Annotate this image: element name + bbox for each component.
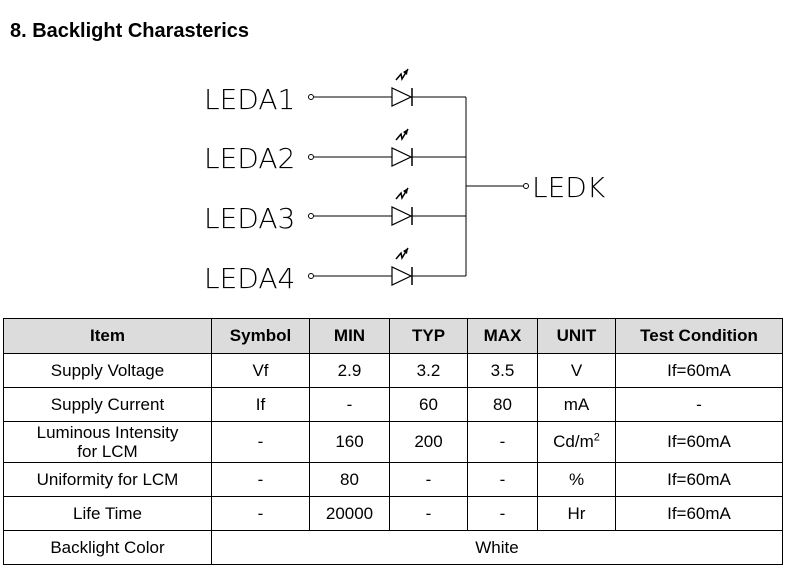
table-row: Uniformity for LCM - 80 - - % If=60mA bbox=[3, 462, 783, 497]
table-header-row: Item Symbol MIN TYP MAX UNIT Test Condit… bbox=[3, 318, 783, 354]
input-label-leda1: LEDA1 bbox=[204, 83, 295, 116]
cell-max: 80 bbox=[467, 387, 538, 422]
cell-min: - bbox=[309, 387, 390, 422]
table-row: Supply Current If - 60 80 mA - bbox=[3, 387, 783, 422]
led-diode-icon bbox=[391, 87, 413, 107]
section-title: 8. Backlight Charasterics bbox=[10, 20, 249, 42]
terminal-ledk bbox=[523, 183, 529, 189]
col-header-max: MAX bbox=[467, 318, 538, 354]
light-emission-arrow-icon bbox=[395, 187, 409, 201]
terminal-leda3 bbox=[308, 213, 314, 219]
terminal-leda4 bbox=[308, 273, 314, 279]
cell-symbol: - bbox=[211, 496, 310, 531]
led-row-2: LEDA2 bbox=[204, 128, 466, 175]
terminal-leda2 bbox=[308, 154, 314, 160]
cell-item: Uniformity for LCM bbox=[3, 462, 212, 497]
cell-max: - bbox=[467, 496, 538, 531]
cell-unit: mA bbox=[537, 387, 616, 422]
input-label-leda4: LEDA4 bbox=[204, 262, 295, 295]
cell-unit-base: Cd/m bbox=[553, 432, 594, 451]
cell-item-line1: Luminous Intensity bbox=[36, 423, 179, 442]
cell-typ: 3.2 bbox=[389, 353, 468, 388]
col-header-test-condition: Test Condition bbox=[615, 318, 783, 354]
cell-unit: Hr bbox=[537, 496, 616, 531]
table-row-backlight-color: Backlight Color White bbox=[3, 530, 783, 565]
table-row: Supply Voltage Vf 2.9 3.2 3.5 V If=60mA bbox=[3, 353, 783, 388]
led-row-4: LEDA4 bbox=[204, 247, 466, 295]
cell-typ: - bbox=[389, 462, 468, 497]
cell-unit: V bbox=[537, 353, 616, 388]
cell-unit: Cd/m2 bbox=[537, 421, 616, 463]
light-emission-arrow-icon bbox=[395, 68, 409, 82]
cell-min: 2.9 bbox=[309, 353, 390, 388]
cell-min: 20000 bbox=[309, 496, 390, 531]
cell-max: 3.5 bbox=[467, 353, 538, 388]
cell-item: Life Time bbox=[3, 496, 212, 531]
terminal-leda1 bbox=[308, 94, 314, 100]
cell-symbol: Vf bbox=[211, 353, 310, 388]
cell-condition: If=60mA bbox=[615, 353, 783, 388]
cell-item: Supply Current bbox=[3, 387, 212, 422]
cell-symbol: - bbox=[211, 462, 310, 497]
table-row: Life Time - 20000 - - Hr If=60mA bbox=[3, 496, 783, 531]
input-label-leda2: LEDA2 bbox=[204, 142, 295, 175]
cell-item-line2: for LCM bbox=[77, 442, 138, 461]
light-emission-arrow-icon bbox=[395, 128, 409, 142]
led-diode-icon bbox=[391, 206, 413, 226]
cell-unit: % bbox=[537, 462, 616, 497]
led-diode-icon bbox=[391, 266, 413, 286]
col-header-item: Item bbox=[3, 318, 212, 354]
output-label-ledk: LEDK bbox=[532, 171, 606, 204]
cell-typ: - bbox=[389, 496, 468, 531]
cell-min: 160 bbox=[309, 421, 390, 463]
cell-typ: 60 bbox=[389, 387, 468, 422]
col-header-symbol: Symbol bbox=[211, 318, 310, 354]
backlight-spec-table: Item Symbol MIN TYP MAX UNIT Test Condit… bbox=[3, 318, 783, 565]
cell-max: - bbox=[467, 462, 538, 497]
cell-typ: 200 bbox=[389, 421, 468, 463]
led-row-1: LEDA1 bbox=[204, 68, 466, 116]
cell-symbol: - bbox=[211, 421, 310, 463]
led-diode-icon bbox=[391, 147, 413, 167]
cell-symbol: If bbox=[211, 387, 310, 422]
cell-max: - bbox=[467, 421, 538, 463]
cell-condition: - bbox=[615, 387, 783, 422]
cell-item: Luminous Intensity for LCM bbox=[3, 421, 212, 463]
light-emission-arrow-icon bbox=[395, 247, 409, 261]
cell-condition: If=60mA bbox=[615, 496, 783, 531]
cell-condition: If=60mA bbox=[615, 421, 783, 463]
col-header-typ: TYP bbox=[389, 318, 468, 354]
cell-item: Backlight Color bbox=[3, 530, 212, 565]
led-row-3: LEDA3 bbox=[204, 187, 466, 235]
cell-item: Supply Voltage bbox=[3, 353, 212, 388]
col-header-unit: UNIT bbox=[537, 318, 616, 354]
backlight-circuit-diagram: LEDA1 LEDA2 LEDA3 LEDA4 bbox=[204, 68, 606, 295]
col-header-min: MIN bbox=[309, 318, 390, 354]
cell-unit-superscript: 2 bbox=[593, 431, 600, 444]
input-label-leda3: LEDA3 bbox=[204, 202, 295, 235]
table-row: Luminous Intensity for LCM - 160 200 - C… bbox=[3, 421, 783, 463]
cell-condition: If=60mA bbox=[615, 462, 783, 497]
cell-color-value: White bbox=[211, 530, 783, 565]
cell-min: 80 bbox=[309, 462, 390, 497]
